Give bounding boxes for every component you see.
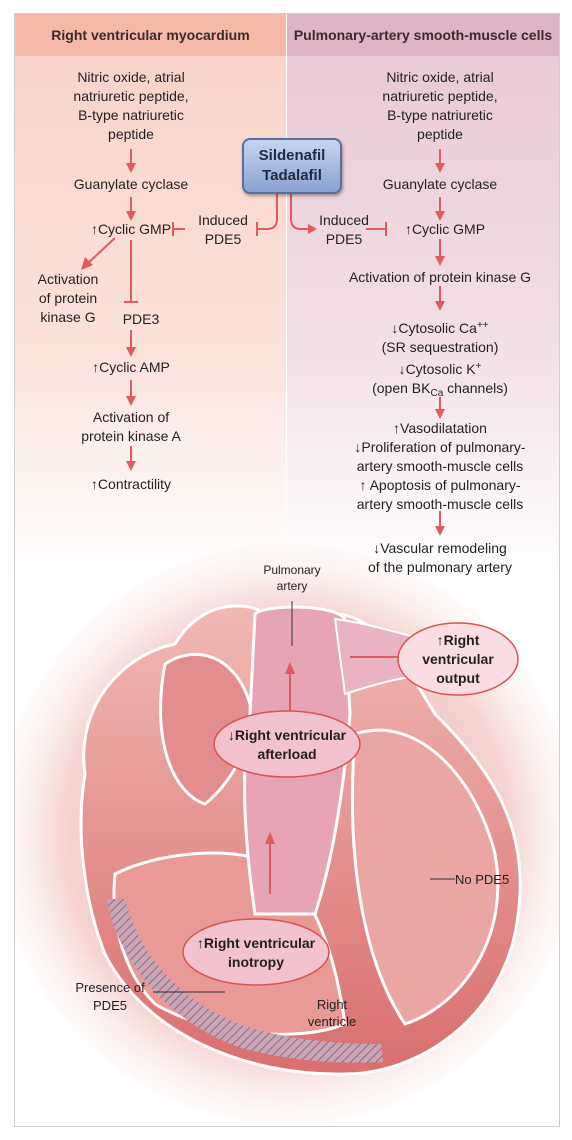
left-cyclic-amp: ↑Cyclic AMP [92,359,170,375]
label-pulmonary-artery: Pulmonary artery [263,563,321,593]
inotropy-ellipse [182,918,330,986]
heart-leader-lines [153,601,455,993]
drug-tadalafil: Tadalafil [262,167,322,184]
right-ion-effects: ↓Cytosolic Ca++ (SR sequestration) ↓Cyto… [372,320,508,399]
label-right-ventricular-output: ↑Right ventricular output [422,632,494,686]
output-ellipse [397,622,519,696]
left-induced-pde5: Induced PDE5 [198,212,248,247]
heart-illustration [15,149,559,1124]
drug-sildenafil: Sildenafil [258,147,326,164]
left-stimuli: Nitric oxide, atrial natriuretic peptide… [73,69,189,142]
right-protein-kinase-g: Activation of protein kinase G [348,269,532,285]
right-vascular-remodeling: ↓Vascular remodeling of the pulmonary ar… [368,540,512,575]
left-panel-background [15,14,286,574]
left-contractility: ↑Contractility [90,476,172,492]
right-cyclic-gmp: ↑Cyclic GMP [404,221,486,237]
label-right-ventricular-inotropy: ↑Right ventricular inotropy [196,935,316,970]
right-panel-background [287,14,559,574]
left-guanylate-cyclase: Guanylate cyclase [73,176,189,192]
label-presence-of-pde5: Presence of PDE5 [75,980,145,1013]
left-pde3: PDE3 [122,311,160,327]
heart-ellipses [182,622,519,986]
heart-left-chamber [350,728,500,1026]
right-induced-pde5: Induced PDE5 [319,212,369,247]
drug-box: Sildenafil Tadalafil [242,138,342,194]
afterload-ellipse [213,710,361,778]
right-header: Pulmonary-artery smooth-muscle cells [287,14,559,56]
label-right-ventricular-afterload: ↓Right ventricular afterload [227,727,347,762]
right-vascular-effects: ↑Vasodilatation ↓Proliferation of pulmon… [354,420,526,512]
left-cyclic-gmp: ↑Cyclic GMP [90,221,172,237]
right-guanylate-cyclase: Guanylate cyclase [382,176,498,192]
right-stimuli: Nitric oxide, atrial natriuretic peptide… [382,69,498,142]
figure-frame: Right ventricular myocardium Pulmonary-a… [14,13,560,1127]
left-protein-kinase-a: Activation of protein kinase A [81,409,181,444]
left-header: Right ventricular myocardium [15,14,286,56]
left-protein-kinase-g: Activation of protein kinase G [37,271,99,325]
pathway-arrows [81,149,445,536]
label-no-pde5: No PDE5 [455,872,510,887]
label-right-ventricle: Right ventricle [307,997,357,1029]
pde5-hatched-region [107,899,383,1063]
